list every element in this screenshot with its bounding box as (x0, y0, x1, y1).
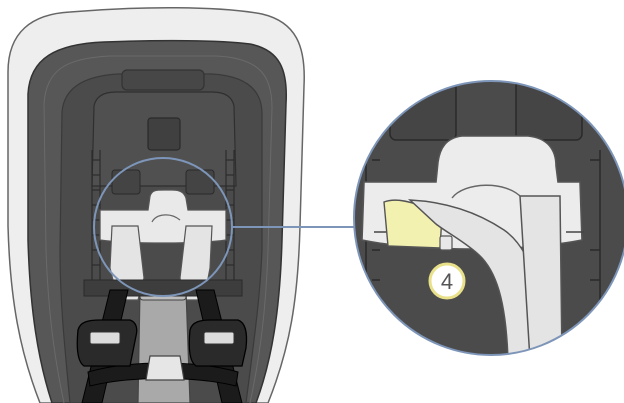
crotch-buckle (146, 356, 184, 380)
lap-bar (84, 280, 242, 296)
step-number-text: 4 (441, 269, 453, 294)
headrest-top-pad (122, 70, 204, 90)
step-number-badge: 4 (430, 264, 464, 298)
detail-release-tab (440, 236, 452, 250)
headrest-left-pad (112, 170, 140, 194)
headrest-right-pad (186, 170, 214, 194)
detail-pad-right (516, 80, 582, 140)
buckle-tongue-left (77, 320, 137, 366)
headrest-center-slot (148, 118, 180, 150)
car-seat (8, 8, 304, 403)
center-crotch-strap (138, 290, 190, 403)
buckle-tongue-right (189, 320, 246, 366)
